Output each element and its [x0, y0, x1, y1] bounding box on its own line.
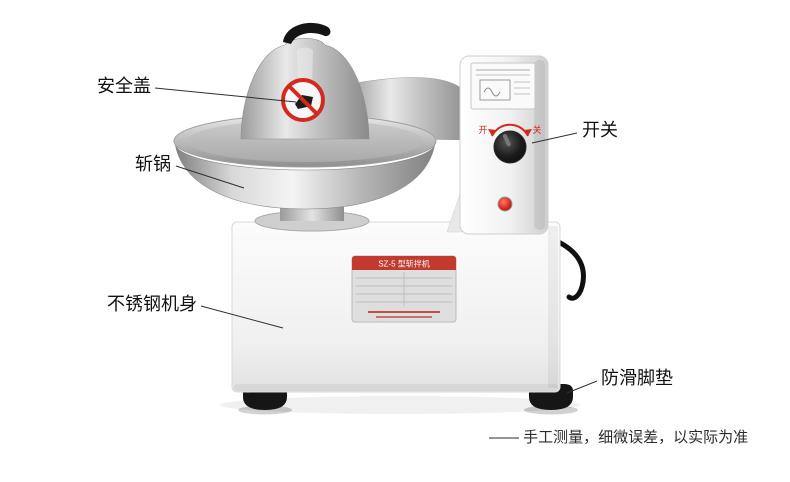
knob-off-label: 关 [532, 124, 541, 135]
label-body: 不锈钢机身 [107, 294, 197, 314]
power-cord [541, 233, 586, 301]
leader-switch [531, 132, 578, 144]
leader-safety-cover [154, 87, 297, 103]
label-bowl: 斩锅 [135, 154, 171, 174]
power-knob: 开 关 [478, 123, 542, 164]
prohibition-sticker [281, 78, 325, 122]
label-safety-cover: 安全盖 [97, 76, 151, 96]
label-switch: 开关 [582, 120, 618, 140]
knob-on-label: 开 [478, 125, 487, 135]
name-plate: SZ-5 型斩拌机 [351, 255, 457, 323]
ground-shadow [220, 396, 580, 414]
cover-handle [283, 22, 331, 44]
wiring-diagram-sticker [470, 62, 536, 110]
plate-title: SZ-5 型斩拌机 [378, 259, 430, 269]
leader-lines [154, 87, 598, 394]
label-foot-pads: 防滑脚垫 [601, 368, 673, 388]
measurement-note: —— 手工测量，细微误差，以实际为准 [489, 429, 749, 446]
leader-foot-pads [566, 380, 598, 394]
indicator-lamp [497, 196, 513, 212]
leader-bowl [175, 165, 245, 189]
leader-body [200, 305, 284, 329]
